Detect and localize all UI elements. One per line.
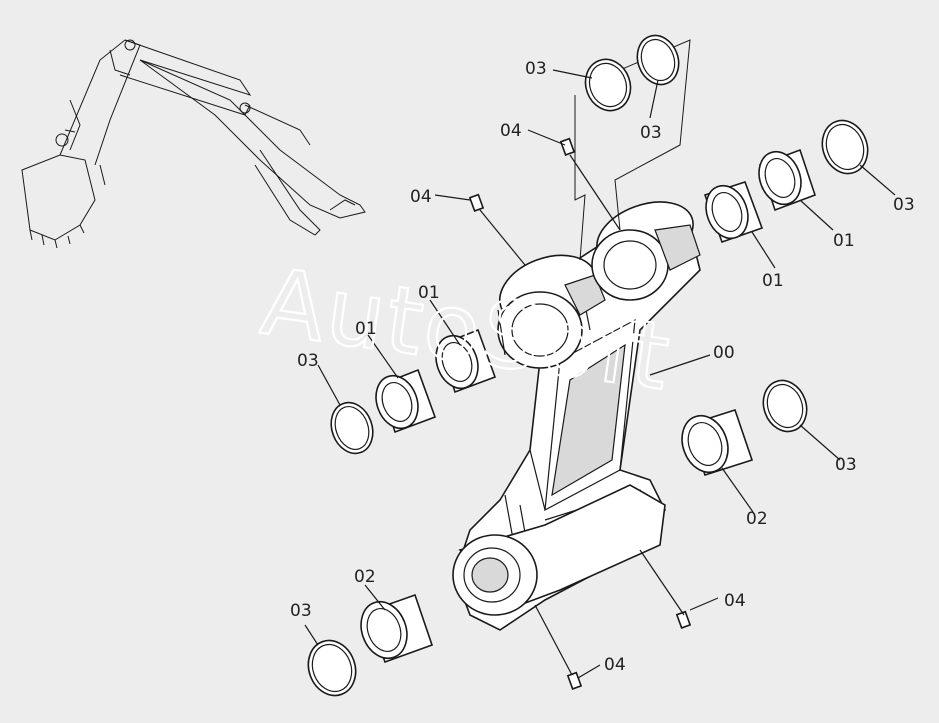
callout-02: 02 xyxy=(354,567,376,587)
callout-03: 03 xyxy=(290,601,312,621)
bushing-01 xyxy=(758,148,817,212)
bushing-01 xyxy=(703,181,764,244)
callout-03: 03 xyxy=(525,59,547,79)
callout-04: 04 xyxy=(410,187,432,207)
seal-ring-03 xyxy=(821,119,869,175)
grease-fitting-04 xyxy=(468,193,485,212)
callout-01: 01 xyxy=(833,231,855,251)
bushing-02 xyxy=(681,408,754,477)
callout-04: 04 xyxy=(604,655,626,675)
boss-top-left xyxy=(497,254,606,369)
callout-04: 04 xyxy=(500,121,522,141)
callout-01: 01 xyxy=(418,283,440,303)
callout-03: 03 xyxy=(640,123,662,143)
grease-fitting-04 xyxy=(559,137,576,156)
seal-ring-03 xyxy=(584,58,632,112)
callout-03: 03 xyxy=(893,195,915,215)
boss-bottom xyxy=(452,484,666,616)
leader-lines xyxy=(304,69,896,679)
seal-ring-03 xyxy=(330,401,374,455)
callout-03: 03 xyxy=(297,351,319,371)
excavator-thumbnail xyxy=(21,39,366,249)
bushing-01 xyxy=(375,368,437,434)
bushing-01 xyxy=(435,328,497,394)
callout-04: 04 xyxy=(724,591,746,611)
callout-01: 01 xyxy=(355,319,377,339)
callout-02: 02 xyxy=(746,509,768,529)
boss-top-right xyxy=(591,201,701,301)
callout-00: 00 xyxy=(713,343,735,363)
grease-fitting-04 xyxy=(566,671,583,690)
grease-fitting-04 xyxy=(675,610,692,629)
seal-ring-03 xyxy=(636,34,680,86)
seal-ring-03 xyxy=(762,379,808,433)
callout-01: 01 xyxy=(762,271,784,291)
bushing-02 xyxy=(360,593,434,664)
callout-03: 03 xyxy=(835,455,857,475)
seal-ring-03 xyxy=(307,639,357,697)
